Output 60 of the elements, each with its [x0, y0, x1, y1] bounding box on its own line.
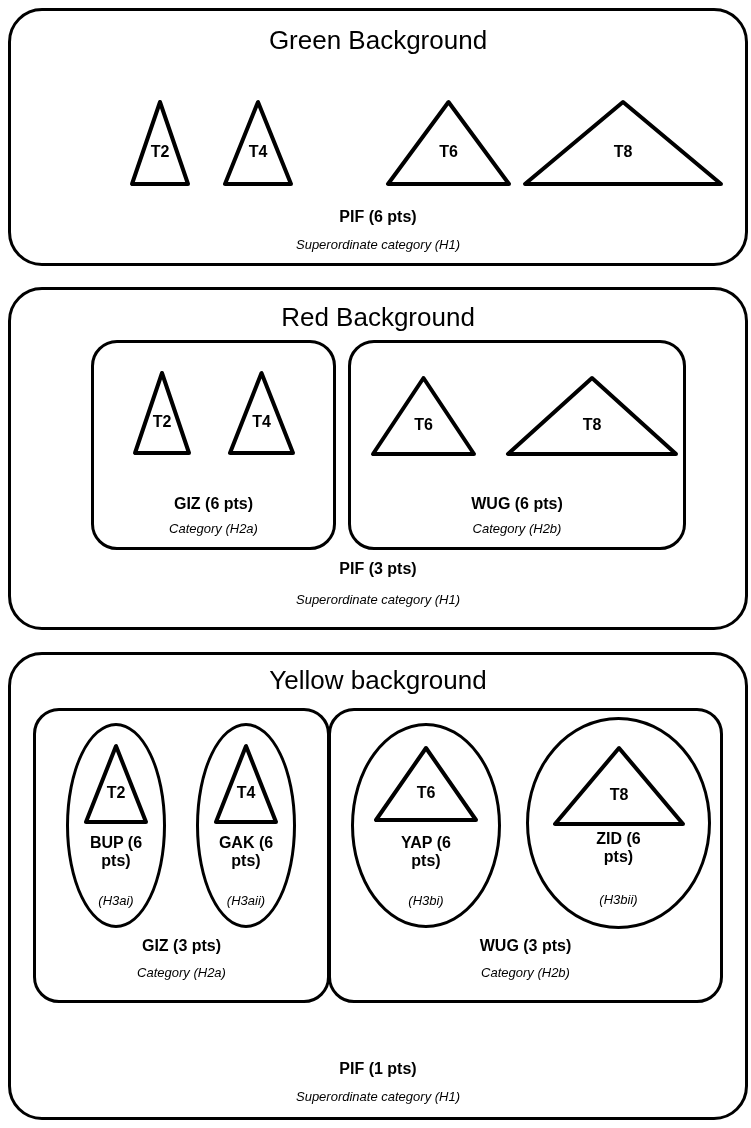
triangle-label: T4 — [236, 784, 256, 802]
triangle-label: T4 — [252, 413, 271, 431]
category-note: (H3aii) — [226, 893, 266, 908]
category-label: GIZ (3 pts) — [141, 937, 222, 955]
triangle — [371, 376, 476, 456]
category-note: (H3ai) — [98, 893, 134, 908]
category-label: ZID (6 pts) — [595, 830, 642, 866]
triangle — [386, 100, 511, 186]
panel-title: Yellow background — [269, 665, 487, 696]
triangle — [523, 100, 723, 186]
category-note: Category (H2b) — [472, 521, 562, 536]
category-label: BUP (6 pts) — [88, 834, 144, 870]
triangle-label: T8 — [613, 143, 633, 161]
category-label: GAK (6 pts) — [217, 834, 275, 870]
triangle-label: T6 — [416, 784, 436, 802]
ellipse — [196, 723, 296, 928]
category-box — [91, 340, 336, 550]
panel — [8, 652, 748, 1120]
triangle — [506, 376, 678, 456]
triangle-label: T2 — [152, 413, 172, 431]
triangle-label: T8 — [582, 416, 602, 434]
triangle-label: T8 — [609, 786, 629, 804]
category-box — [328, 708, 723, 1003]
panel-title: Red Background — [281, 302, 475, 333]
panel — [8, 8, 748, 266]
triangle — [553, 746, 685, 826]
triangle — [133, 371, 191, 455]
panel-title: Green Background — [268, 25, 488, 56]
category-note: Category (H2a) — [137, 965, 226, 980]
triangle-label: T2 — [106, 784, 126, 802]
triangle — [214, 744, 278, 824]
category-note: Superordinate category (H1) — [296, 1089, 460, 1104]
category-box — [348, 340, 686, 550]
triangle-label: T4 — [248, 143, 268, 161]
triangle — [130, 100, 190, 186]
category-note: (H3bi) — [408, 893, 444, 908]
triangle-label: T6 — [439, 143, 458, 161]
category-note: Category (H2b) — [481, 965, 570, 980]
triangle — [84, 744, 148, 824]
category-note: Superordinate category (H1) — [296, 237, 460, 252]
category-note: Superordinate category (H1) — [296, 592, 460, 607]
ellipse — [351, 723, 501, 928]
triangle-label: T2 — [150, 143, 170, 161]
category-label: PIF (6 pts) — [339, 208, 417, 226]
triangle-label: T6 — [414, 416, 433, 434]
category-label: PIF (1 pts) — [339, 1060, 417, 1078]
category-label: YAP (6 pts) — [400, 834, 452, 870]
panel — [8, 287, 748, 630]
category-label: WUG (3 pts) — [479, 937, 572, 955]
category-label: GIZ (6 pts) — [173, 495, 254, 513]
category-note: (H3bii) — [599, 892, 638, 907]
triangle — [223, 100, 293, 186]
category-note: Category (H2a) — [169, 521, 258, 536]
triangle — [374, 746, 478, 822]
category-label: WUG (6 pts) — [471, 495, 563, 513]
circle — [526, 717, 711, 929]
triangle — [228, 371, 295, 455]
ellipse — [66, 723, 166, 928]
category-label: PIF (3 pts) — [339, 560, 417, 578]
category-box — [33, 708, 330, 1003]
